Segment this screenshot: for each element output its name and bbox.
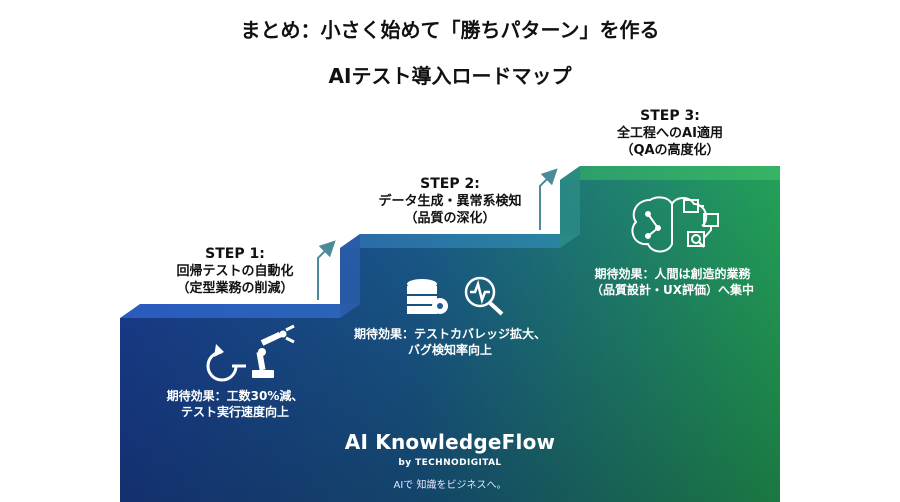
step3-label: STEP 3: (640, 108, 700, 124)
step2-title: データ生成・異常系検知 (378, 194, 522, 209)
step2-effect-line1: 期待効果：テストカバレッジ拡大、 (353, 327, 546, 341)
step2-top-face (340, 234, 580, 248)
step3-top-face (560, 166, 780, 180)
refresh-arrow-icon (206, 344, 246, 382)
step3-effect-line2: （品質設計・UX評価）へ集中 (591, 283, 754, 297)
step3-effect: 期待効果：人間は創造的業務 （品質設計・UX評価）へ集中 (570, 266, 775, 298)
step3-riser (560, 166, 580, 248)
staircase-shading (120, 180, 780, 502)
step1-heading: STEP 1: 回帰テストの自動化 （定型業務の削減） (140, 246, 330, 297)
step1-subtitle: （定型業務の削減） (176, 281, 294, 296)
step2-heading: STEP 2: データ生成・異常系検知 （品質の深化） (345, 176, 555, 227)
progress-arrow-1 (317, 240, 336, 300)
step1-top-face (120, 304, 360, 318)
step1-label: STEP 1: (205, 246, 265, 262)
step1-effect-line1: 期待効果：工数30%減、 (166, 389, 304, 403)
page-subtitle: AIテスト導入ロードマップ (328, 64, 572, 88)
ai-brain-icon (631, 196, 708, 253)
step1-title: 回帰テストの自動化 (176, 264, 294, 279)
step2-subtitle: （品質の深化） (404, 211, 496, 226)
step2-effect: 期待効果：テストカバレッジ拡大、 バグ検知率向上 (345, 326, 555, 358)
step2-effect-line2: バグ検知率向上 (407, 343, 492, 357)
brand-tagline: AIで 知識をビジネスへ。 (393, 480, 507, 491)
step1-effect-line2: テスト実行速度向上 (180, 405, 289, 419)
step3-title: 全工程へのAI適用 (617, 126, 723, 141)
brand-logo-name: AI KnowledgeFlow (344, 430, 556, 454)
pulse-magnifier-icon (464, 276, 504, 316)
step2-label: STEP 2: (420, 176, 480, 192)
progress-arrow-2 (539, 168, 558, 230)
step3-heading: STEP 3: 全工程へのAI適用 （QAの高度化） (575, 108, 765, 159)
step3-effect-line1: 期待効果：人間は創造的業務 (594, 267, 751, 281)
brand-byline: by TECHNODIGITAL (398, 458, 502, 468)
step3-subtitle: （QAの高度化） (620, 143, 720, 158)
step2-riser (340, 234, 360, 318)
robot-arm-icon (252, 324, 295, 378)
database-gear-icon (407, 279, 448, 314)
page-title: まとめ：小さく始めて「勝ちパターン」を作る (240, 18, 660, 42)
step1-effect: 期待効果：工数30%減、 テスト実行速度向上 (135, 388, 335, 420)
checklist-icon (683, 199, 719, 248)
